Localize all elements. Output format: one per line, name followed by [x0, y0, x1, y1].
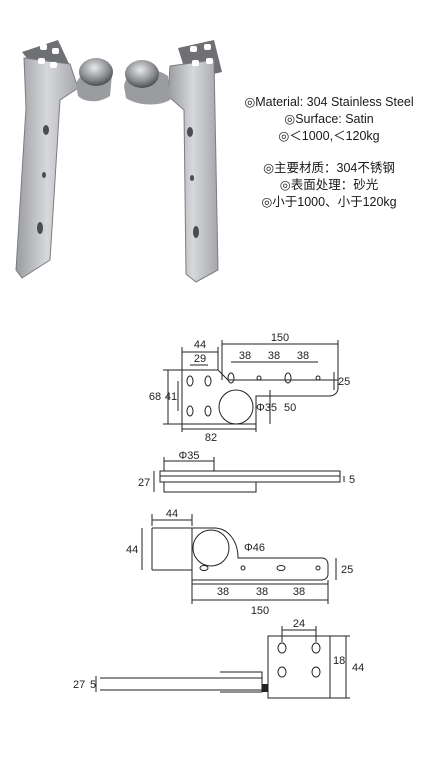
spec-material-cn: ◎主要材质：304不锈钢 [263, 161, 395, 175]
dim-68: 68 [149, 391, 161, 403]
dim-phi46: Φ46 [244, 542, 265, 554]
dim-44: 44 [194, 339, 206, 351]
dim-27-side: 27 [138, 477, 150, 489]
dim-38-a: 38 [239, 350, 251, 362]
dim-38-f: 38 [293, 586, 305, 598]
dim-44-end: 44 [352, 662, 364, 674]
dim-25: 25 [338, 376, 350, 388]
product-photo [15, 40, 222, 283]
dim-phi35: Φ35 [256, 402, 277, 414]
technical-drawing: 44 29 150 38 38 38 68 41 25 Φ35 50 82 Φ3… [73, 332, 364, 699]
dim-38-e: 38 [256, 586, 268, 598]
spec-material-en: ◎Material: 304 Stainless Steel [244, 95, 414, 109]
view-top [163, 340, 339, 432]
dim-150: 150 [271, 332, 289, 344]
left-hinge-image [15, 40, 113, 279]
dim-18: 18 [333, 655, 345, 667]
dim-phi35-side: Φ35 [178, 450, 199, 462]
dim-44-top: 44 [166, 508, 178, 520]
dim-29: 29 [194, 353, 206, 365]
dim-24: 24 [293, 618, 305, 630]
right-hinge-image [124, 40, 222, 283]
dim-50: 50 [284, 402, 296, 414]
dim-44-left: 44 [126, 544, 138, 556]
specs-block: ◎Material: 304 Stainless Steel ◎Surface:… [224, 94, 434, 211]
view-bottom [141, 514, 337, 604]
dim-150-bottom: 150 [251, 605, 269, 617]
dim-5-end: 5 [90, 679, 96, 691]
dim-5-side: 5 [349, 474, 355, 486]
dim-25-bottom: 25 [341, 564, 353, 576]
dim-27-end: 27 [73, 679, 85, 691]
view-end [95, 626, 350, 699]
spec-surface-cn: ◎表面处理：砂光 [279, 178, 379, 192]
spec-surface-en: ◎Surface: Satin [284, 112, 374, 126]
dim-41: 41 [165, 391, 177, 403]
dim-38-d: 38 [217, 586, 229, 598]
spec-load-cn: ◎小于1000、小于120kg [261, 195, 397, 209]
dim-38-c: 38 [297, 350, 309, 362]
dim-38-b: 38 [268, 350, 280, 362]
view-side [153, 457, 345, 493]
spec-load-en: ◎＜1000,＜120kg [278, 129, 380, 143]
dim-82: 82 [205, 432, 217, 444]
